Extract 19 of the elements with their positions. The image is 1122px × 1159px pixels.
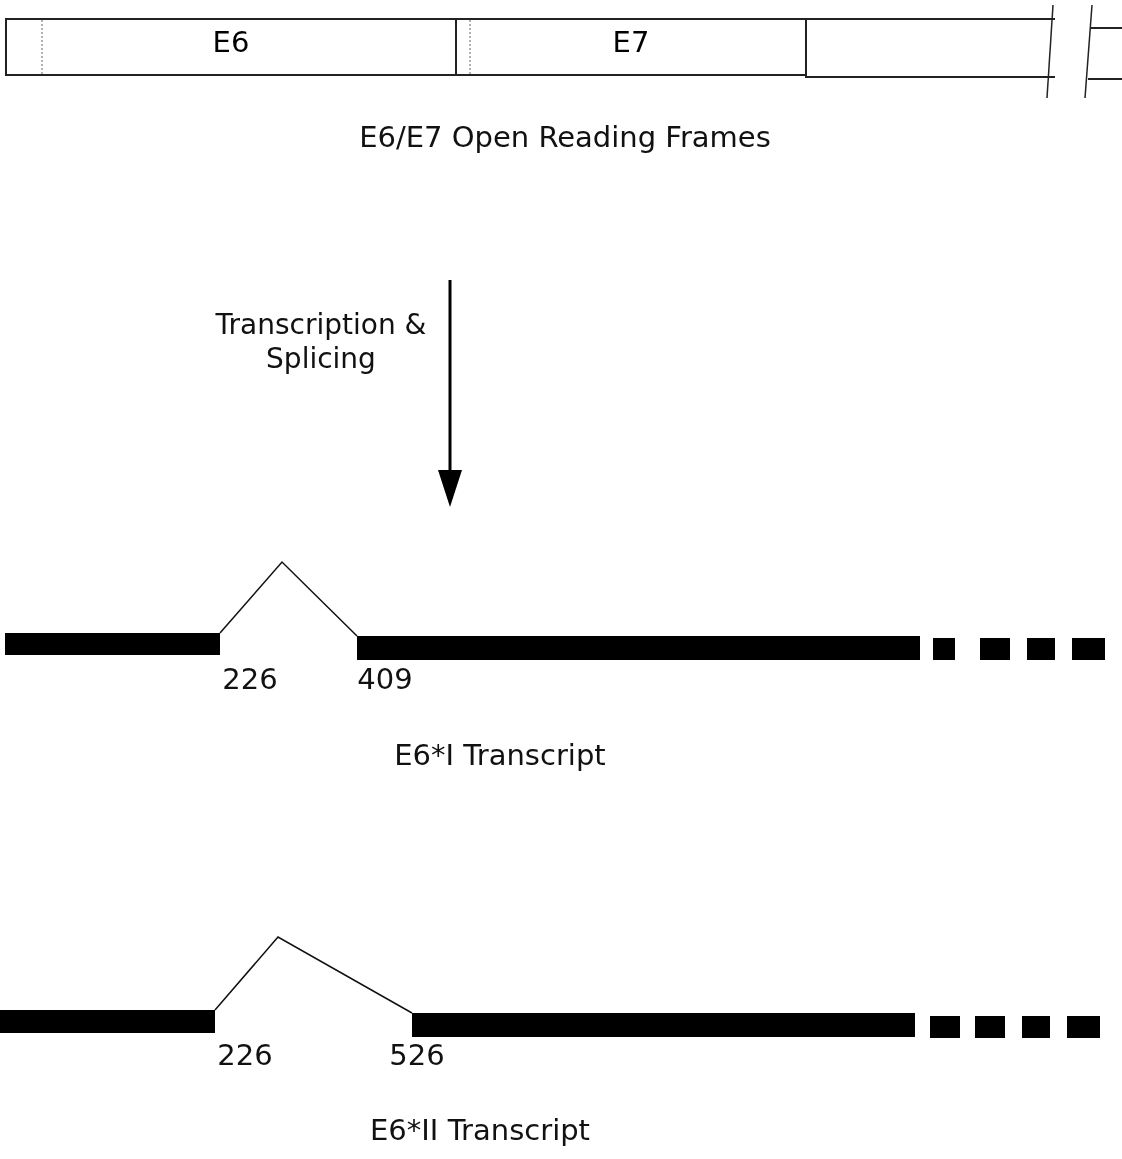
position-number: 226 [221,662,279,697]
process-label: Transcription & Splicing [214,308,428,377]
position-number: 409 [356,662,414,697]
transcript-title: E6*II Transcript [369,1113,591,1148]
exon-bar [0,1010,215,1033]
splice-line [214,936,413,1014]
exon-bar [5,633,220,655]
position-number: 526 [388,1038,446,1073]
reading-frame-box [5,18,457,76]
position-number: 226 [216,1038,274,1073]
transcript-title: E6*I Transcript [393,738,607,773]
reading-frame-box [805,18,1055,78]
splice-line [219,560,358,637]
gene-label: E7 [612,25,650,59]
exon-bar [357,636,920,660]
figure-caption: E6/E7 Open Reading Frames [358,120,772,155]
reading-frame-box [455,18,807,76]
gene-label: E6 [212,25,250,59]
exon-bar [412,1013,915,1037]
